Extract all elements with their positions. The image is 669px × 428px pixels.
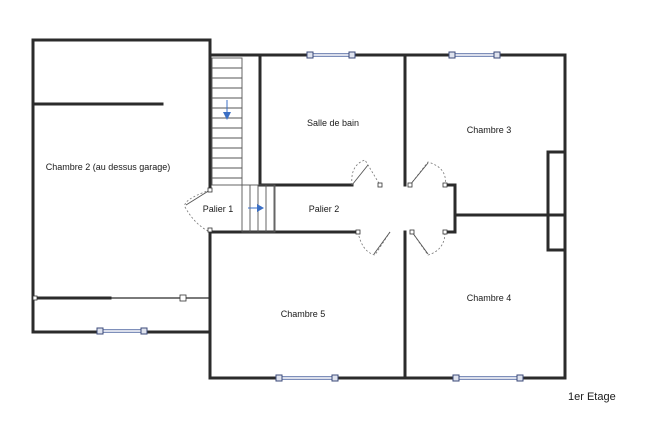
walls (31, 38, 567, 380)
label-palier1: Palier 1 (203, 204, 234, 214)
wall-corridor-right (443, 183, 567, 217)
label-salle-de-bain: Salle de bain (307, 118, 359, 128)
stair-arrow-down-icon (223, 100, 231, 120)
floor-level-label: 1er Etage (568, 391, 616, 403)
door-chambre4-leaf (411, 231, 429, 255)
door-bath (351, 159, 381, 186)
label-chambre4: Chambre 4 (467, 293, 512, 303)
staircase (211, 57, 276, 233)
doors (32, 159, 448, 302)
room-labels: Chambre 2 (au dessus garage) Salle de ba… (46, 118, 512, 319)
window (452, 374, 524, 382)
stair-lower (241, 184, 276, 233)
window (275, 374, 339, 382)
label-chambre2: Chambre 2 (au dessus garage) (46, 162, 171, 172)
door-chambre5-leaf (373, 231, 391, 255)
wall-top (208, 53, 567, 154)
label-chambre5: Chambre 5 (281, 309, 326, 319)
wall-corridor-bottom-right (443, 213, 457, 234)
door-chambre3 (409, 161, 446, 186)
door-palier1-leaf (185, 189, 211, 206)
window (448, 51, 501, 59)
stair-steps-upper (212, 67, 242, 179)
wall-chambre2 (31, 38, 212, 334)
door-chambre4 (411, 231, 446, 256)
label-chambre3: Chambre 3 (467, 125, 512, 135)
wall-chimney (546, 150, 567, 252)
door-chambre5 (357, 231, 391, 256)
window (96, 327, 148, 335)
wall-right-lower (208, 230, 567, 380)
window (306, 51, 356, 59)
stair-upper (211, 57, 243, 186)
windows (96, 51, 524, 382)
door-chambre3-leaf (409, 162, 429, 186)
label-palier2: Palier 2 (309, 204, 340, 214)
stair-arrow-right-icon (248, 204, 264, 212)
door-bath-leaf (351, 164, 369, 186)
